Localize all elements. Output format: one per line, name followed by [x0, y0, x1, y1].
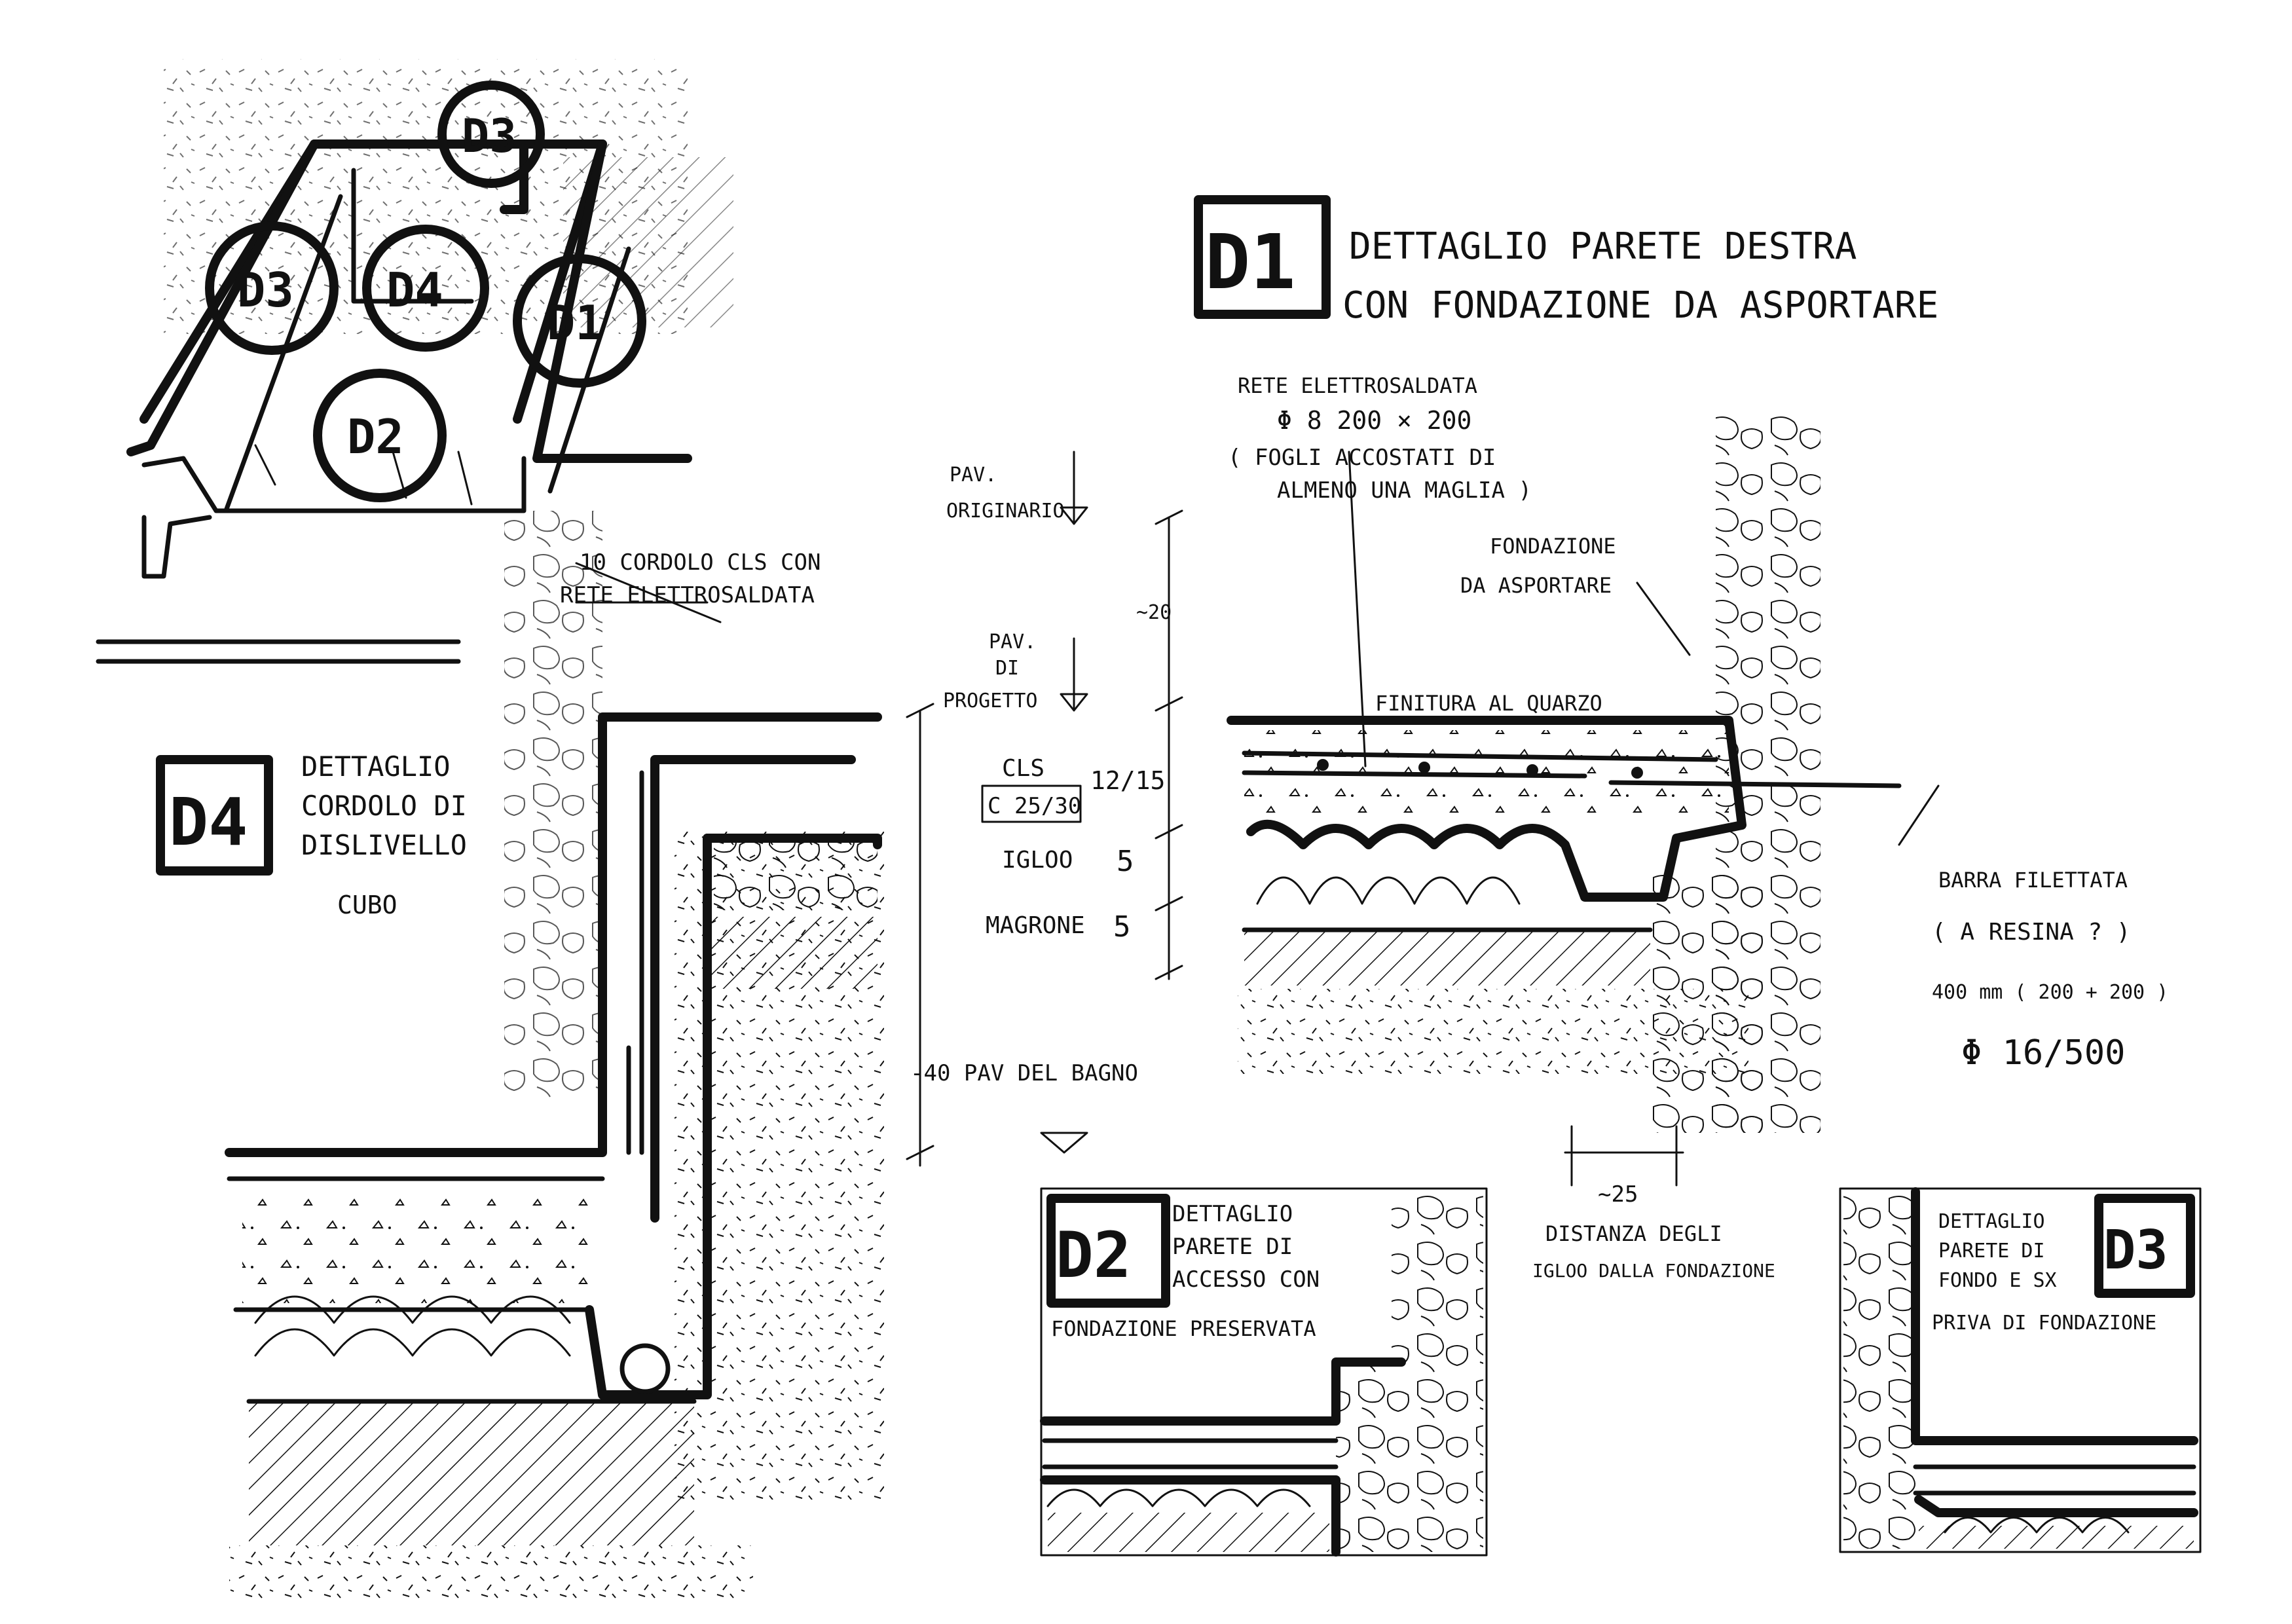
d1-fondazione-line2: DA ASPORTARE	[1460, 573, 1612, 598]
d4-code: D4	[169, 784, 248, 860]
d3-detail-panel: D3 DETTAGLIO PARETE DI FONDO E SX PRIVA …	[1839, 1187, 2202, 1553]
d1-fondazione-line1: FONDAZIONE	[1490, 534, 1616, 559]
d4-cordolo-line1: 10 CORDOLO CLS CON	[580, 549, 821, 576]
d3-title-line4: PRIVA DI FONDAZIONE	[1932, 1312, 2156, 1335]
level-pav-progetto-1: PAV.	[989, 631, 1036, 654]
d2-title-line3: ACCESSO CON	[1172, 1266, 1320, 1293]
d1-barra-line4: Φ 16/500	[1961, 1033, 2125, 1073]
d1-rete-line2: Φ 8 200 × 200	[1277, 406, 1471, 435]
level-cls-value: 12/15	[1090, 766, 1165, 795]
level-pav-bagno: -40 PAV DEL BAGNO	[910, 1060, 1138, 1086]
d1-title-line2: CON FONDAZIONE DA ASPORTARE	[1342, 284, 1938, 327]
plan-callout-d3-left: D3	[205, 194, 343, 513]
d4-title-line3: DISLIVELLO	[301, 829, 467, 861]
d1-distanza-value: ~25	[1598, 1181, 1638, 1208]
d1-section-drawing	[1227, 413, 1940, 1187]
d1-rete-line3: ( FOGLI ACCOSTATI DI	[1228, 445, 1496, 471]
d1-annotations: RETE ELETTROSALDATA Φ 8 200 × 200 ( FOGL…	[1228, 373, 2168, 1282]
d4-cordolo-note: 10 CORDOLO CLS CON RETE ELETTROSALDATA	[560, 549, 821, 608]
d1-barra-line1: BARRA FILETTATA	[1938, 868, 2128, 893]
d4-title-block: D4 DETTAGLIO CORDOLO DI DISLIVELLO CUBO	[156, 750, 467, 919]
level-igloo: IGLOO	[1002, 847, 1073, 874]
plan-callout-d4: D4	[362, 225, 489, 352]
plan-label-d3-top: D3	[462, 109, 517, 163]
level-magrone: MAGRONE	[986, 912, 1085, 939]
d1-title-block: D1 DETTAGLIO PARETE DESTRA CON FONDAZION…	[1194, 195, 1938, 327]
level-magrone-value: 5	[1113, 910, 1131, 944]
d3-title-line3: FONDO E SX	[1938, 1269, 2057, 1292]
plan-callout-d2: D2	[313, 369, 447, 502]
level-pav-progetto-3: PROGETTO	[943, 690, 1038, 712]
d1-distanza-line1: DISTANZA DEGLI	[1545, 1221, 1722, 1246]
d3-code: D3	[2103, 1219, 2168, 1282]
d4-cordolo-line2: RETE ELETTROSALDATA	[560, 582, 815, 608]
dimension-20: ~20	[1136, 601, 1172, 624]
plan-label-d1: D1	[547, 295, 604, 350]
d1-barra-line3: 400 mm ( 200 + 200 )	[1932, 981, 2168, 1004]
d2-title-line4: FONDAZIONE PRESERVATA	[1051, 1316, 1316, 1341]
plan-callout-d3-top: D3	[437, 81, 545, 188]
d2-code: D2	[1056, 1219, 1132, 1292]
level-pav-originario-2: ORIGINARIO	[946, 500, 1065, 523]
d4-title-line1: DETTAGLIO	[301, 750, 451, 783]
d1-finitura: FINITURA AL QUARZO	[1375, 691, 1602, 716]
level-cls-class: C 25/30	[988, 793, 1081, 819]
d4-title-line2: CORDOLO DI	[301, 790, 467, 822]
d4-title-line4: CUBO	[337, 891, 397, 919]
plan-label-d3-left: D3	[237, 263, 294, 318]
d1-title-line1: DETTAGLIO PARETE DESTRA	[1349, 225, 1857, 268]
d1-barra-line2: ( A RESINA ? )	[1932, 919, 2130, 946]
d3-title-line2: PARETE DI	[1938, 1240, 2045, 1263]
d1-code: D1	[1205, 219, 1295, 306]
level-pav-progetto-2: DI	[995, 657, 1019, 680]
d1-rete-line1: RETE ELETTROSALDATA	[1238, 373, 1477, 398]
level-igloo-value: 5	[1117, 845, 1134, 878]
d2-title-line1: DETTAGLIO	[1172, 1201, 1293, 1227]
level-dimensions: PAV. ORIGINARIO ~20 PAV. DI PROGETTO CLS…	[906, 451, 1183, 1167]
d1-distanza-line2: IGLOO DALLA FONDAZIONE	[1532, 1260, 1775, 1282]
level-cls: CLS	[1002, 755, 1044, 782]
d2-detail-panel: D2 DETTAGLIO PARETE DI ACCESSO CON FONDA…	[1040, 1187, 1488, 1557]
level-pav-originario-1: PAV.	[950, 464, 997, 487]
d4-section-drawing	[225, 511, 884, 1604]
floor-plan-key: D3 D3 D4 D1 D2	[96, 59, 733, 664]
d1-rete-line4: ALMENO UNA MAGLIA )	[1277, 477, 1532, 504]
plan-label-d4: D4	[386, 263, 443, 318]
plan-label-d2: D2	[347, 409, 404, 464]
plan-callout-d1: D1	[513, 246, 646, 494]
d3-title-line1: DETTAGLIO	[1938, 1210, 2045, 1233]
d2-title-line2: PARETE DI	[1172, 1234, 1293, 1260]
